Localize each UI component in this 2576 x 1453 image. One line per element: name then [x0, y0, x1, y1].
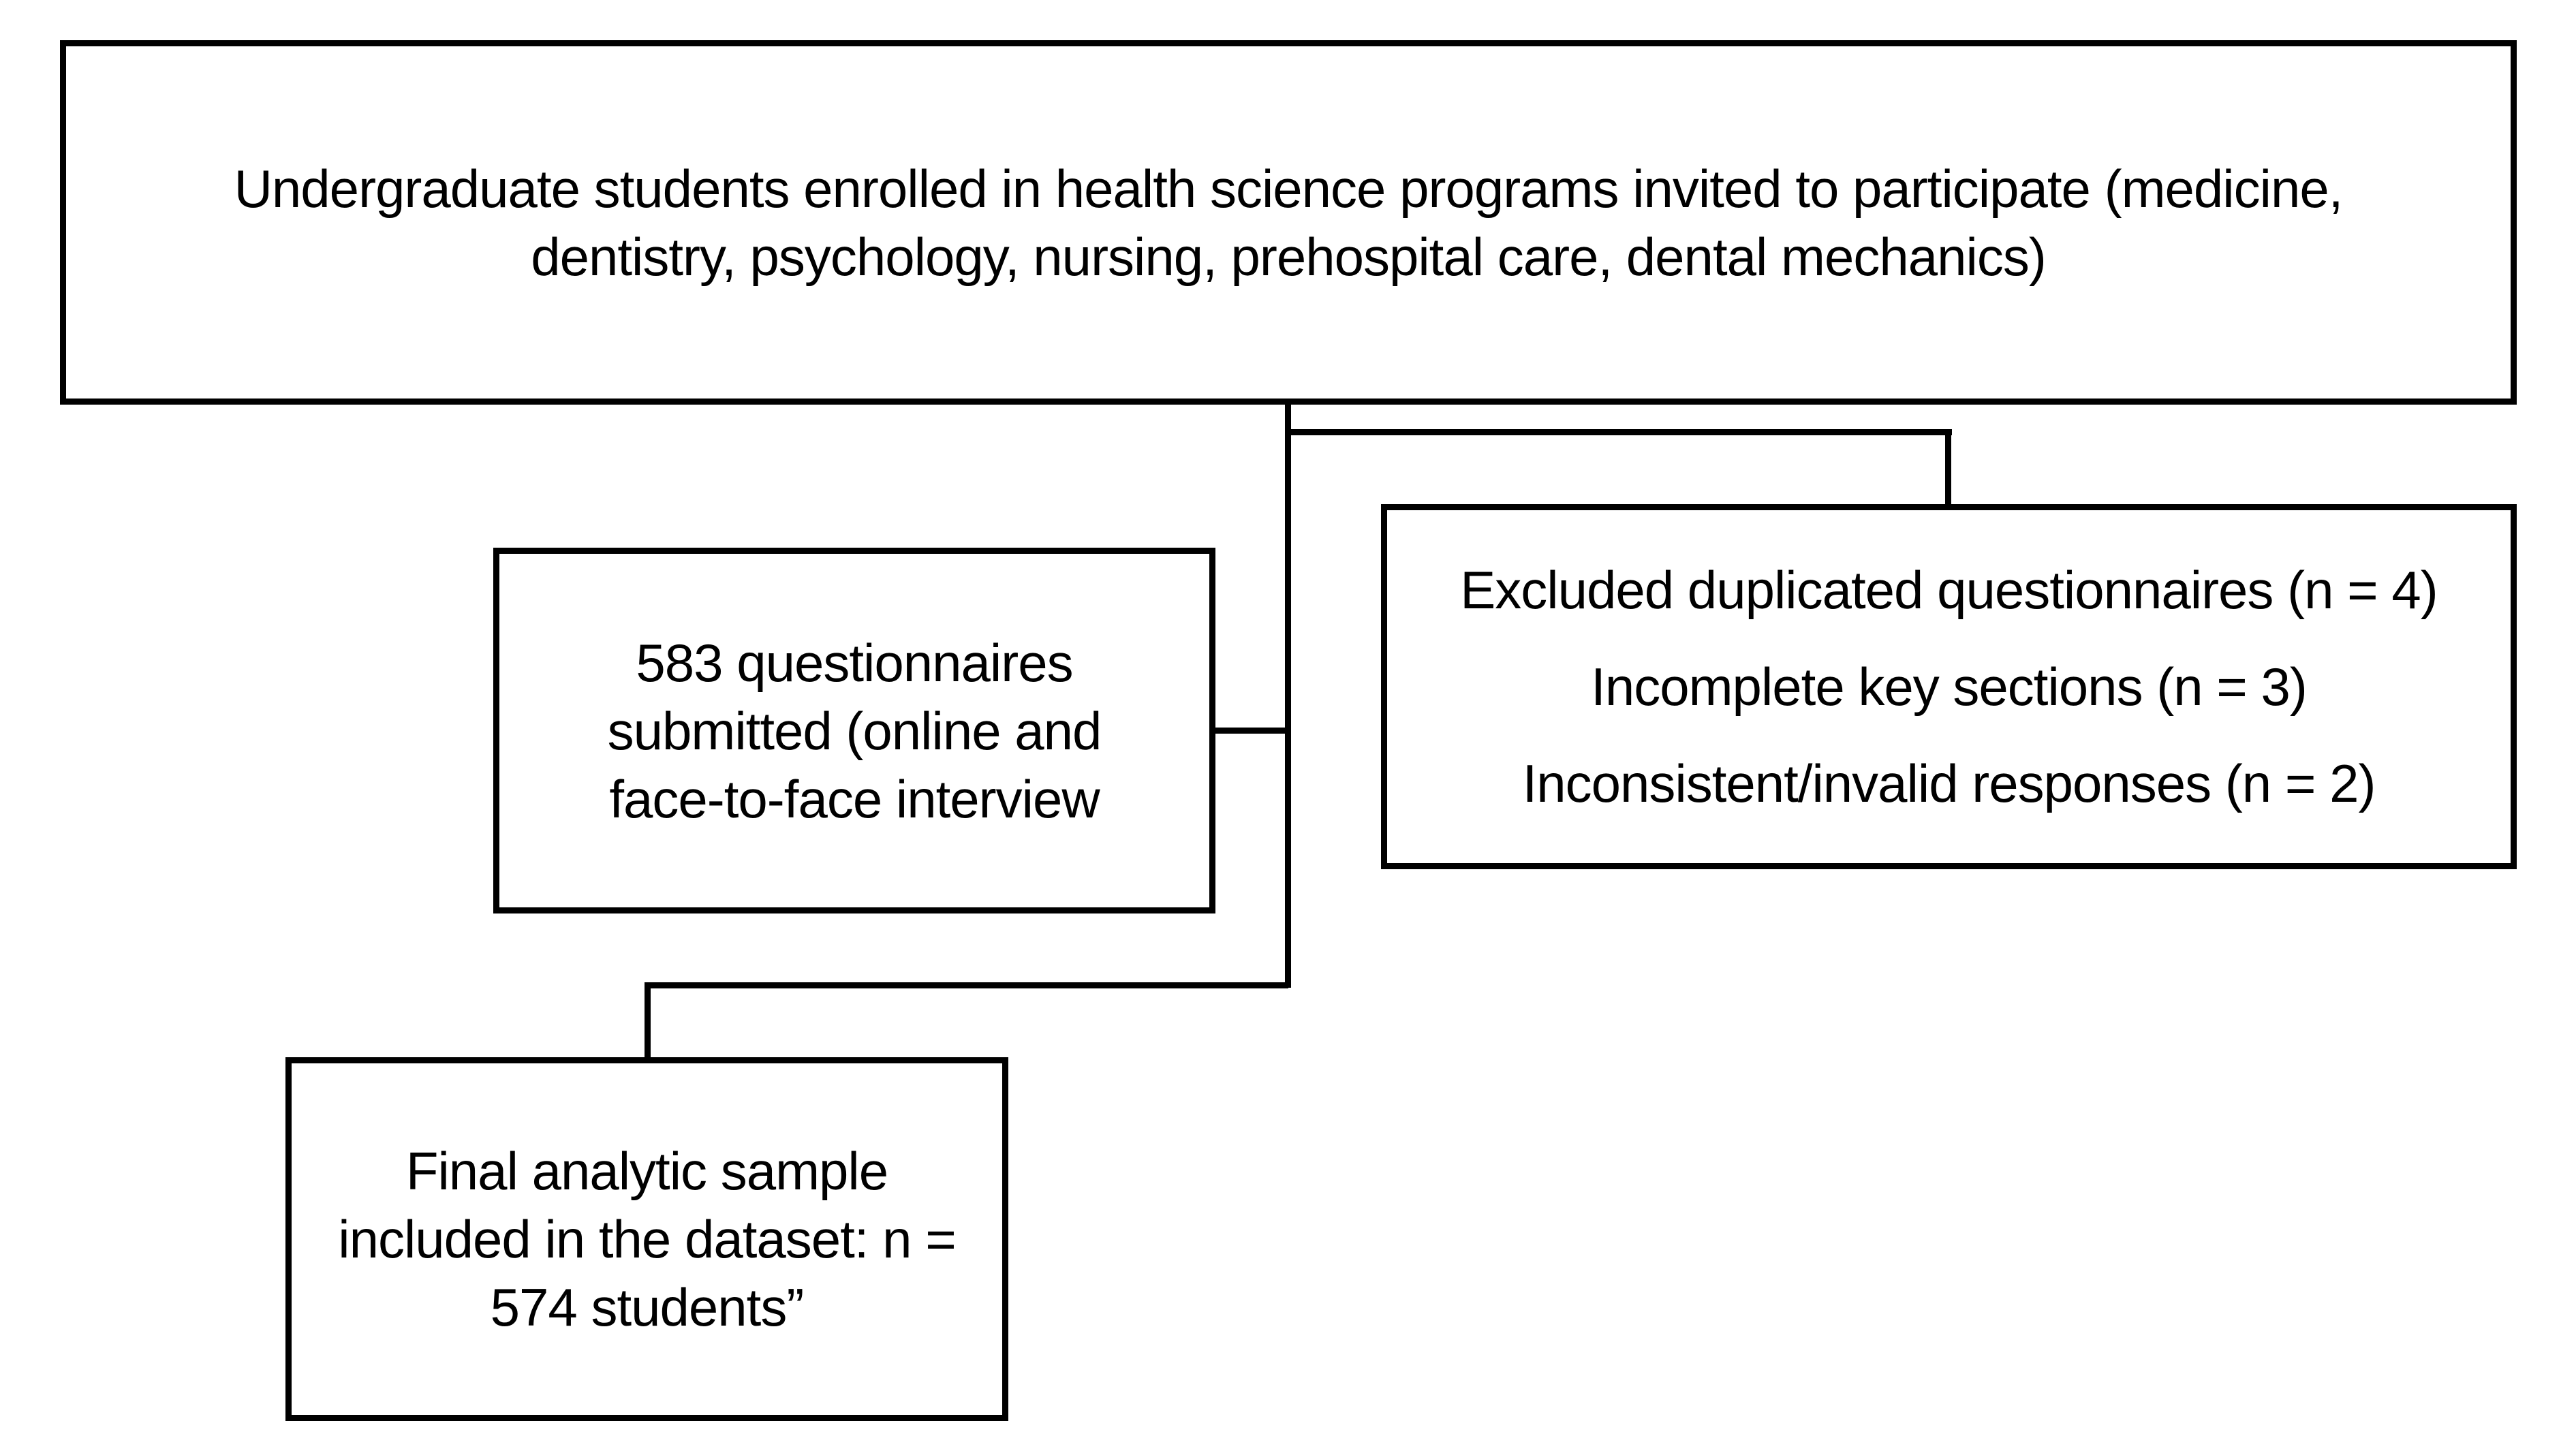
box-excluded-line-2: Incomplete key sections (n = 3)	[1591, 657, 2308, 717]
box-final-line-1: Final analytic sample	[405, 1141, 888, 1201]
connector-final-vertical	[645, 985, 651, 1059]
box-invited-students: Undergraduate students enrolled in healt…	[60, 40, 2517, 405]
connector-excluded-vertical	[1945, 432, 1951, 505]
connector-submitted-horizontal	[1214, 728, 1288, 734]
connector-branch-horizontal	[1288, 429, 1952, 435]
connector-top-vertical	[1285, 403, 1291, 988]
box-invited-line-1: Undergraduate students enrolled in healt…	[234, 158, 2344, 219]
box-questionnaires-submitted: 583 questionnaires submitted (online and…	[493, 548, 1215, 913]
box-submitted-line-1: 583 questionnaires	[636, 632, 1073, 693]
box-excluded-line-3: Inconsistent/invalid responses (n = 2)	[1522, 753, 2376, 813]
connector-elbow-horizontal	[645, 982, 1288, 988]
box-submitted-line-2: submitted (online and	[607, 700, 1102, 761]
box-final-line-2: included in the dataset: n =	[338, 1209, 957, 1269]
box-invited-line-2: dentistry, psychology, nursing, prehospi…	[531, 226, 2047, 287]
box-submitted-line-3: face-to-face interview	[609, 768, 1100, 829]
box-excluded: Excluded duplicated questionnaires (n = …	[1381, 504, 2517, 869]
box-final-line-3: 574 students”	[490, 1277, 805, 1337]
box-final-sample: Final analytic sample included in the da…	[285, 1057, 1008, 1421]
box-excluded-line-1: Excluded duplicated questionnaires (n = …	[1460, 560, 2438, 620]
